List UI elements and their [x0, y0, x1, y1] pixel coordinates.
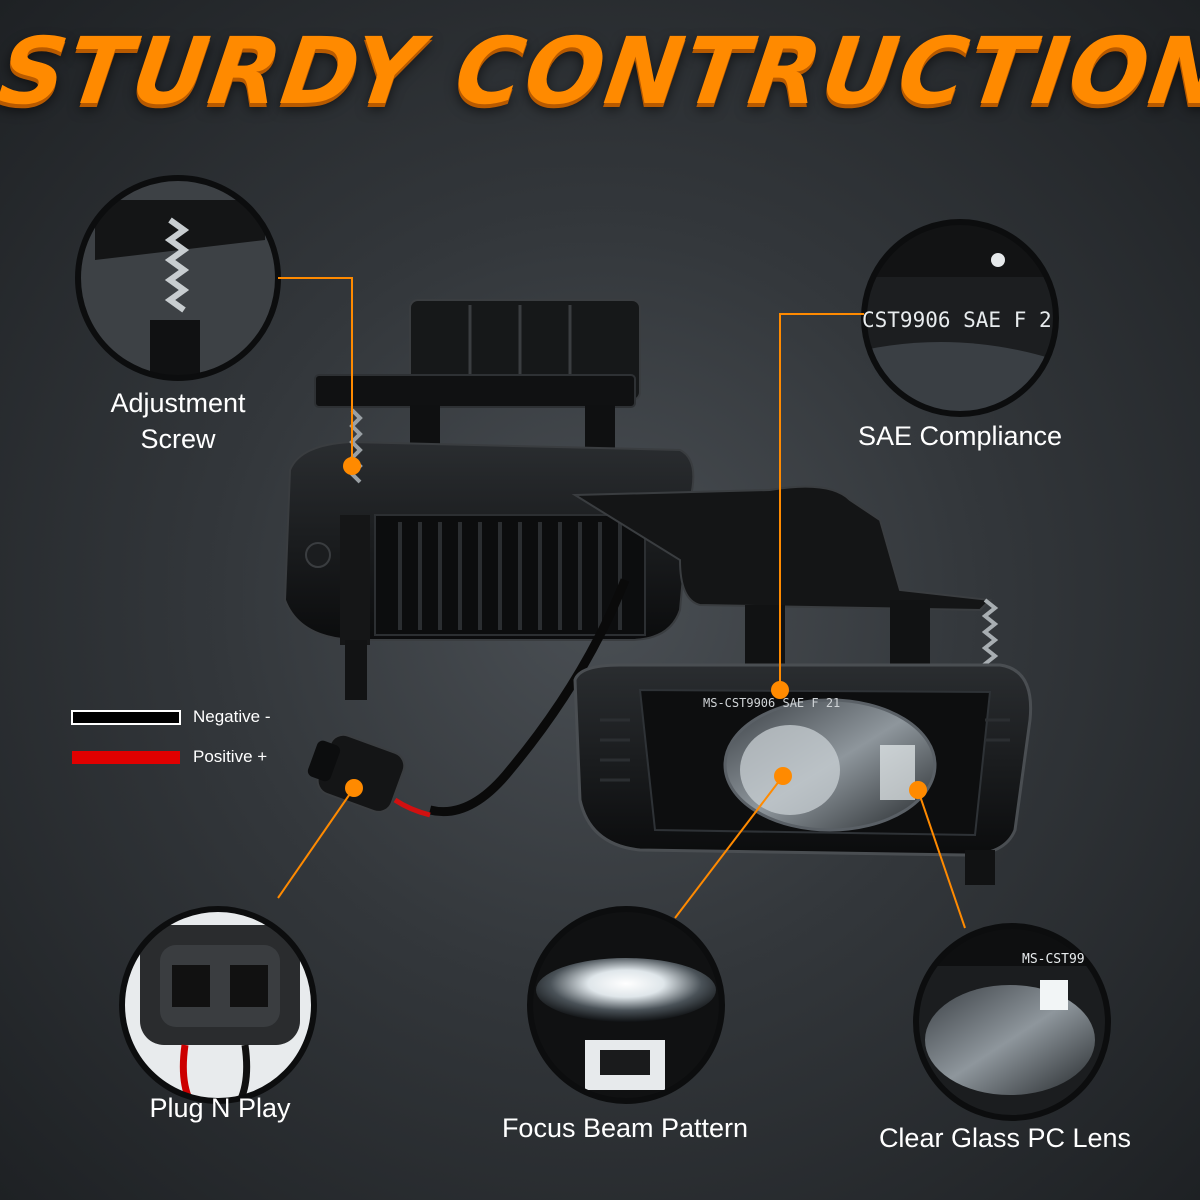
- positive-wire-swatch: [72, 751, 180, 764]
- sae-marking-zoom: [861, 219, 1059, 417]
- beam-pattern-zoom: [527, 906, 725, 1104]
- callout-adjustment-screw-line1: Adjustment: [110, 388, 246, 418]
- lens-zoom-marking: MS-CST99: [1022, 952, 1085, 967]
- front-fog-light: [571, 485, 1033, 885]
- lens-marking: MS-CST9906 SAE F 21: [703, 696, 840, 710]
- legend-negative: Negative -: [193, 707, 271, 726]
- plug-connector-zoom: [119, 906, 317, 1104]
- sae-zoom-marking: CST9906 SAE F 2: [862, 308, 1052, 332]
- negative-wire-swatch: [71, 710, 181, 725]
- rear-fog-light: [283, 299, 695, 700]
- callout-adjustment-screw-line2: Screw: [140, 424, 216, 454]
- wire-harness: [307, 578, 630, 818]
- callout-plug-n-play: Plug N Play: [149, 1093, 291, 1123]
- callout-adjustment-screw: Adjustment Screw: [88, 385, 268, 457]
- callout-focus-beam-pattern: Focus Beam Pattern: [501, 1113, 749, 1143]
- callout-clear-glass-pc-lens: Clear Glass PC Lens: [878, 1123, 1132, 1153]
- callout-dots: [343, 457, 927, 799]
- callout-lines: [277, 277, 966, 929]
- lens-zoom: [913, 923, 1111, 1121]
- callout-sae-compliance: SAE Compliance: [857, 421, 1063, 451]
- adjustment-screw-zoom: [75, 175, 281, 381]
- legend-positive: Positive +: [193, 747, 268, 766]
